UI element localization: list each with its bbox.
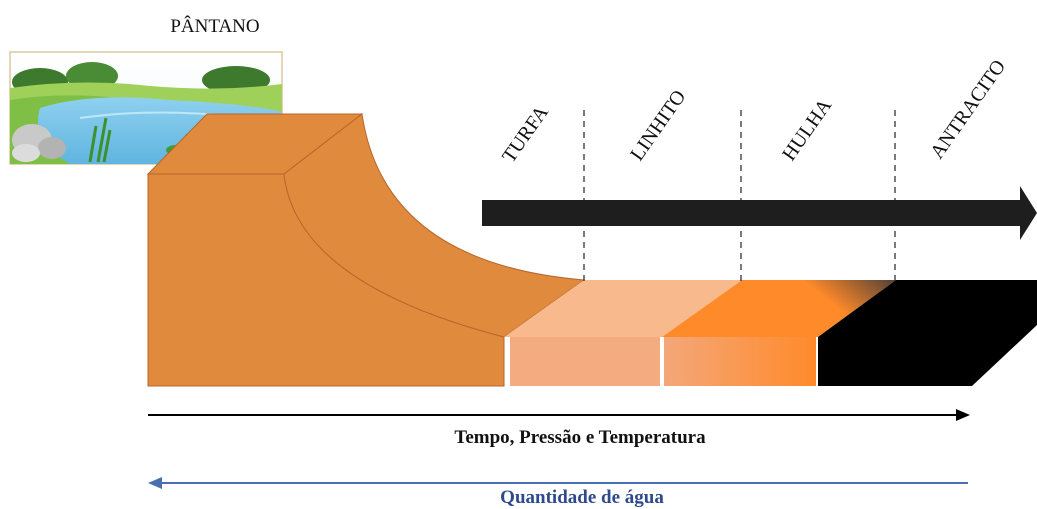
process-arrow: [482, 186, 1037, 240]
swamp-label: PÂNTANO: [170, 15, 259, 37]
forward-axis: [148, 409, 970, 421]
swamp-sediment-block: [146, 113, 586, 387]
stage-label-antracito: ANTRACITO: [926, 56, 1010, 163]
forward-axis-label: Tempo, Pressão e Temperatura: [454, 427, 706, 448]
stage-label-hulha: HULHA: [778, 94, 836, 164]
peat-block: [504, 280, 742, 386]
stage-label-turfa: TURFA: [498, 101, 553, 167]
lignite-block: [662, 280, 896, 386]
backward-axis-label: Quantidade de água: [500, 487, 664, 508]
anthracite-block: [818, 280, 1037, 386]
stage-separators: [583, 110, 896, 282]
stage-label-linhito: LINHITO: [626, 86, 690, 165]
backward-axis: [148, 477, 968, 489]
